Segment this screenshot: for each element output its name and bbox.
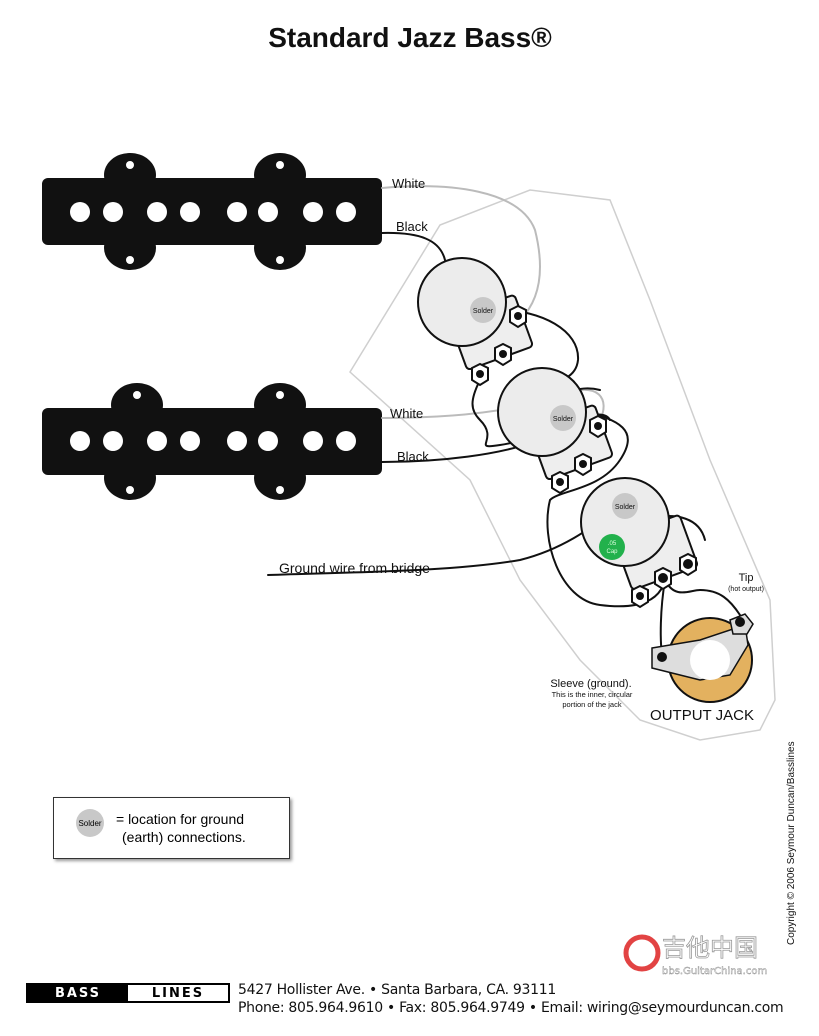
basslines-logo: BASS LINES [26,983,230,1003]
footer-contact: Phone: 805.964.9610 • Fax: 805.964.9749 … [238,1000,784,1016]
output-jack-label: OUTPUT JACK [650,707,754,724]
logo-left: BASS [28,985,128,1001]
solder-label: Solder [473,308,494,315]
legend-line-2: (earth) connections. [122,829,246,845]
legend-graphic: Solder = location for ground (earth) con… [76,809,246,845]
sleeve-label: Sleeve (ground). [550,678,631,690]
copyright: Copyright © 2006 Seymour Duncan/Bassline… [786,741,797,945]
volume-pot-bridge: Solder [497,367,614,495]
ground-wire-label: Ground wire from bridge [279,560,430,576]
capacitor: .05 Cap [599,534,625,560]
logo-right: LINES [128,985,228,1001]
output-jack [651,613,754,703]
bridge-white-label: White [390,406,423,421]
watermark: 吉他中国 bbs.GuitarChina.com [620,928,769,979]
legend: Solder = location for ground (earth) con… [53,797,290,859]
neck-pickup [42,153,382,270]
watermark-graphic: 吉他中国 bbs.GuitarChina.com [623,934,767,977]
footer-address: 5427 Hollister Ave. • Santa Barbara, CA.… [238,982,556,998]
tone-pot: Solder .05 Cap [580,477,699,609]
page-title: Standard Jazz Bass® [268,22,552,53]
watermark-url: bbs.GuitarChina.com [662,966,767,977]
cap-word: Cap [606,549,618,555]
cap-value: .05 [608,541,617,547]
volume-pot-neck: Solder [417,257,534,387]
neck-black-label: Black [396,219,428,234]
legend-line-1: = location for ground [116,811,244,827]
legend-solder-label: Solder [78,819,101,828]
solder-spot-icon [76,809,104,837]
solder-label: Solder [553,416,574,423]
solder-label: Solder [615,504,636,511]
tip-label: Tip [739,572,754,584]
watermark-text: 吉他中国 [662,934,758,962]
bridge-pickup [42,383,382,500]
sleeve-sublabel-1: This is the inner, circular [552,690,633,699]
pickguard-outline [349,189,776,741]
sleeve-sublabel-2: portion of the jack [562,700,621,709]
bridge-black-label: Black [397,449,429,464]
neck-white-label: White [392,176,425,191]
tip-sublabel: (hot output) [728,586,764,593]
